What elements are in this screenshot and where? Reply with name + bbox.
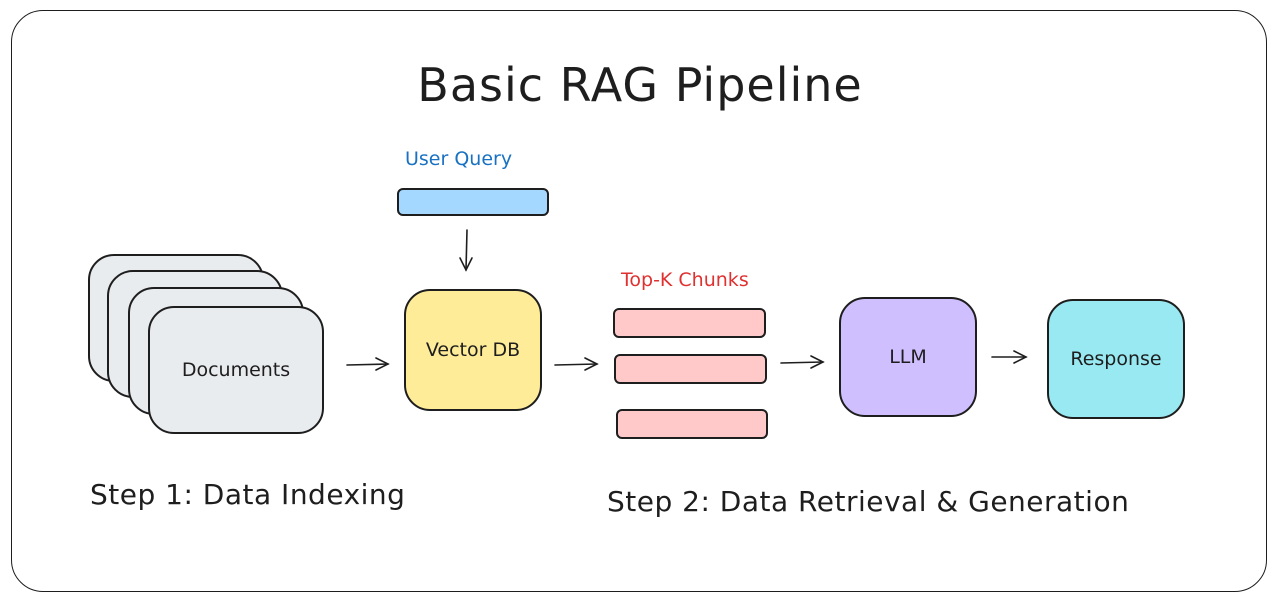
diagram-frame <box>11 10 1267 592</box>
vector-db-label: Vector DB <box>425 339 521 361</box>
user-query-label: User Query <box>405 148 513 170</box>
arrow-query-to-vectordb <box>459 229 473 272</box>
top-k-chunks-label: Top-K Chunks <box>621 269 749 291</box>
llm-label: LLM <box>889 346 927 368</box>
step2-label: Step 2: Data Retrieval & Generation <box>607 485 1130 518</box>
arrow-chunks-to-llm <box>780 355 825 369</box>
documents-label: Documents <box>181 359 291 381</box>
user-query-bar <box>397 188 549 216</box>
step1-label: Step 1: Data Indexing <box>90 478 406 511</box>
diagram-title: Basic RAG Pipeline <box>417 58 863 112</box>
chunk-bar <box>614 354 767 384</box>
llm-node: LLM <box>839 297 977 417</box>
response-node: Response <box>1047 299 1185 419</box>
vector-db-node: Vector DB <box>404 289 542 411</box>
response-label: Response <box>1070 348 1162 370</box>
arrow-documents-to-vectordb <box>346 357 390 371</box>
arrow-llm-to-response <box>991 350 1028 364</box>
chunk-bar <box>616 409 768 439</box>
chunk-bar <box>613 308 766 338</box>
arrow-vectordb-to-chunks <box>554 357 599 371</box>
documents-node: Documents <box>148 306 324 434</box>
